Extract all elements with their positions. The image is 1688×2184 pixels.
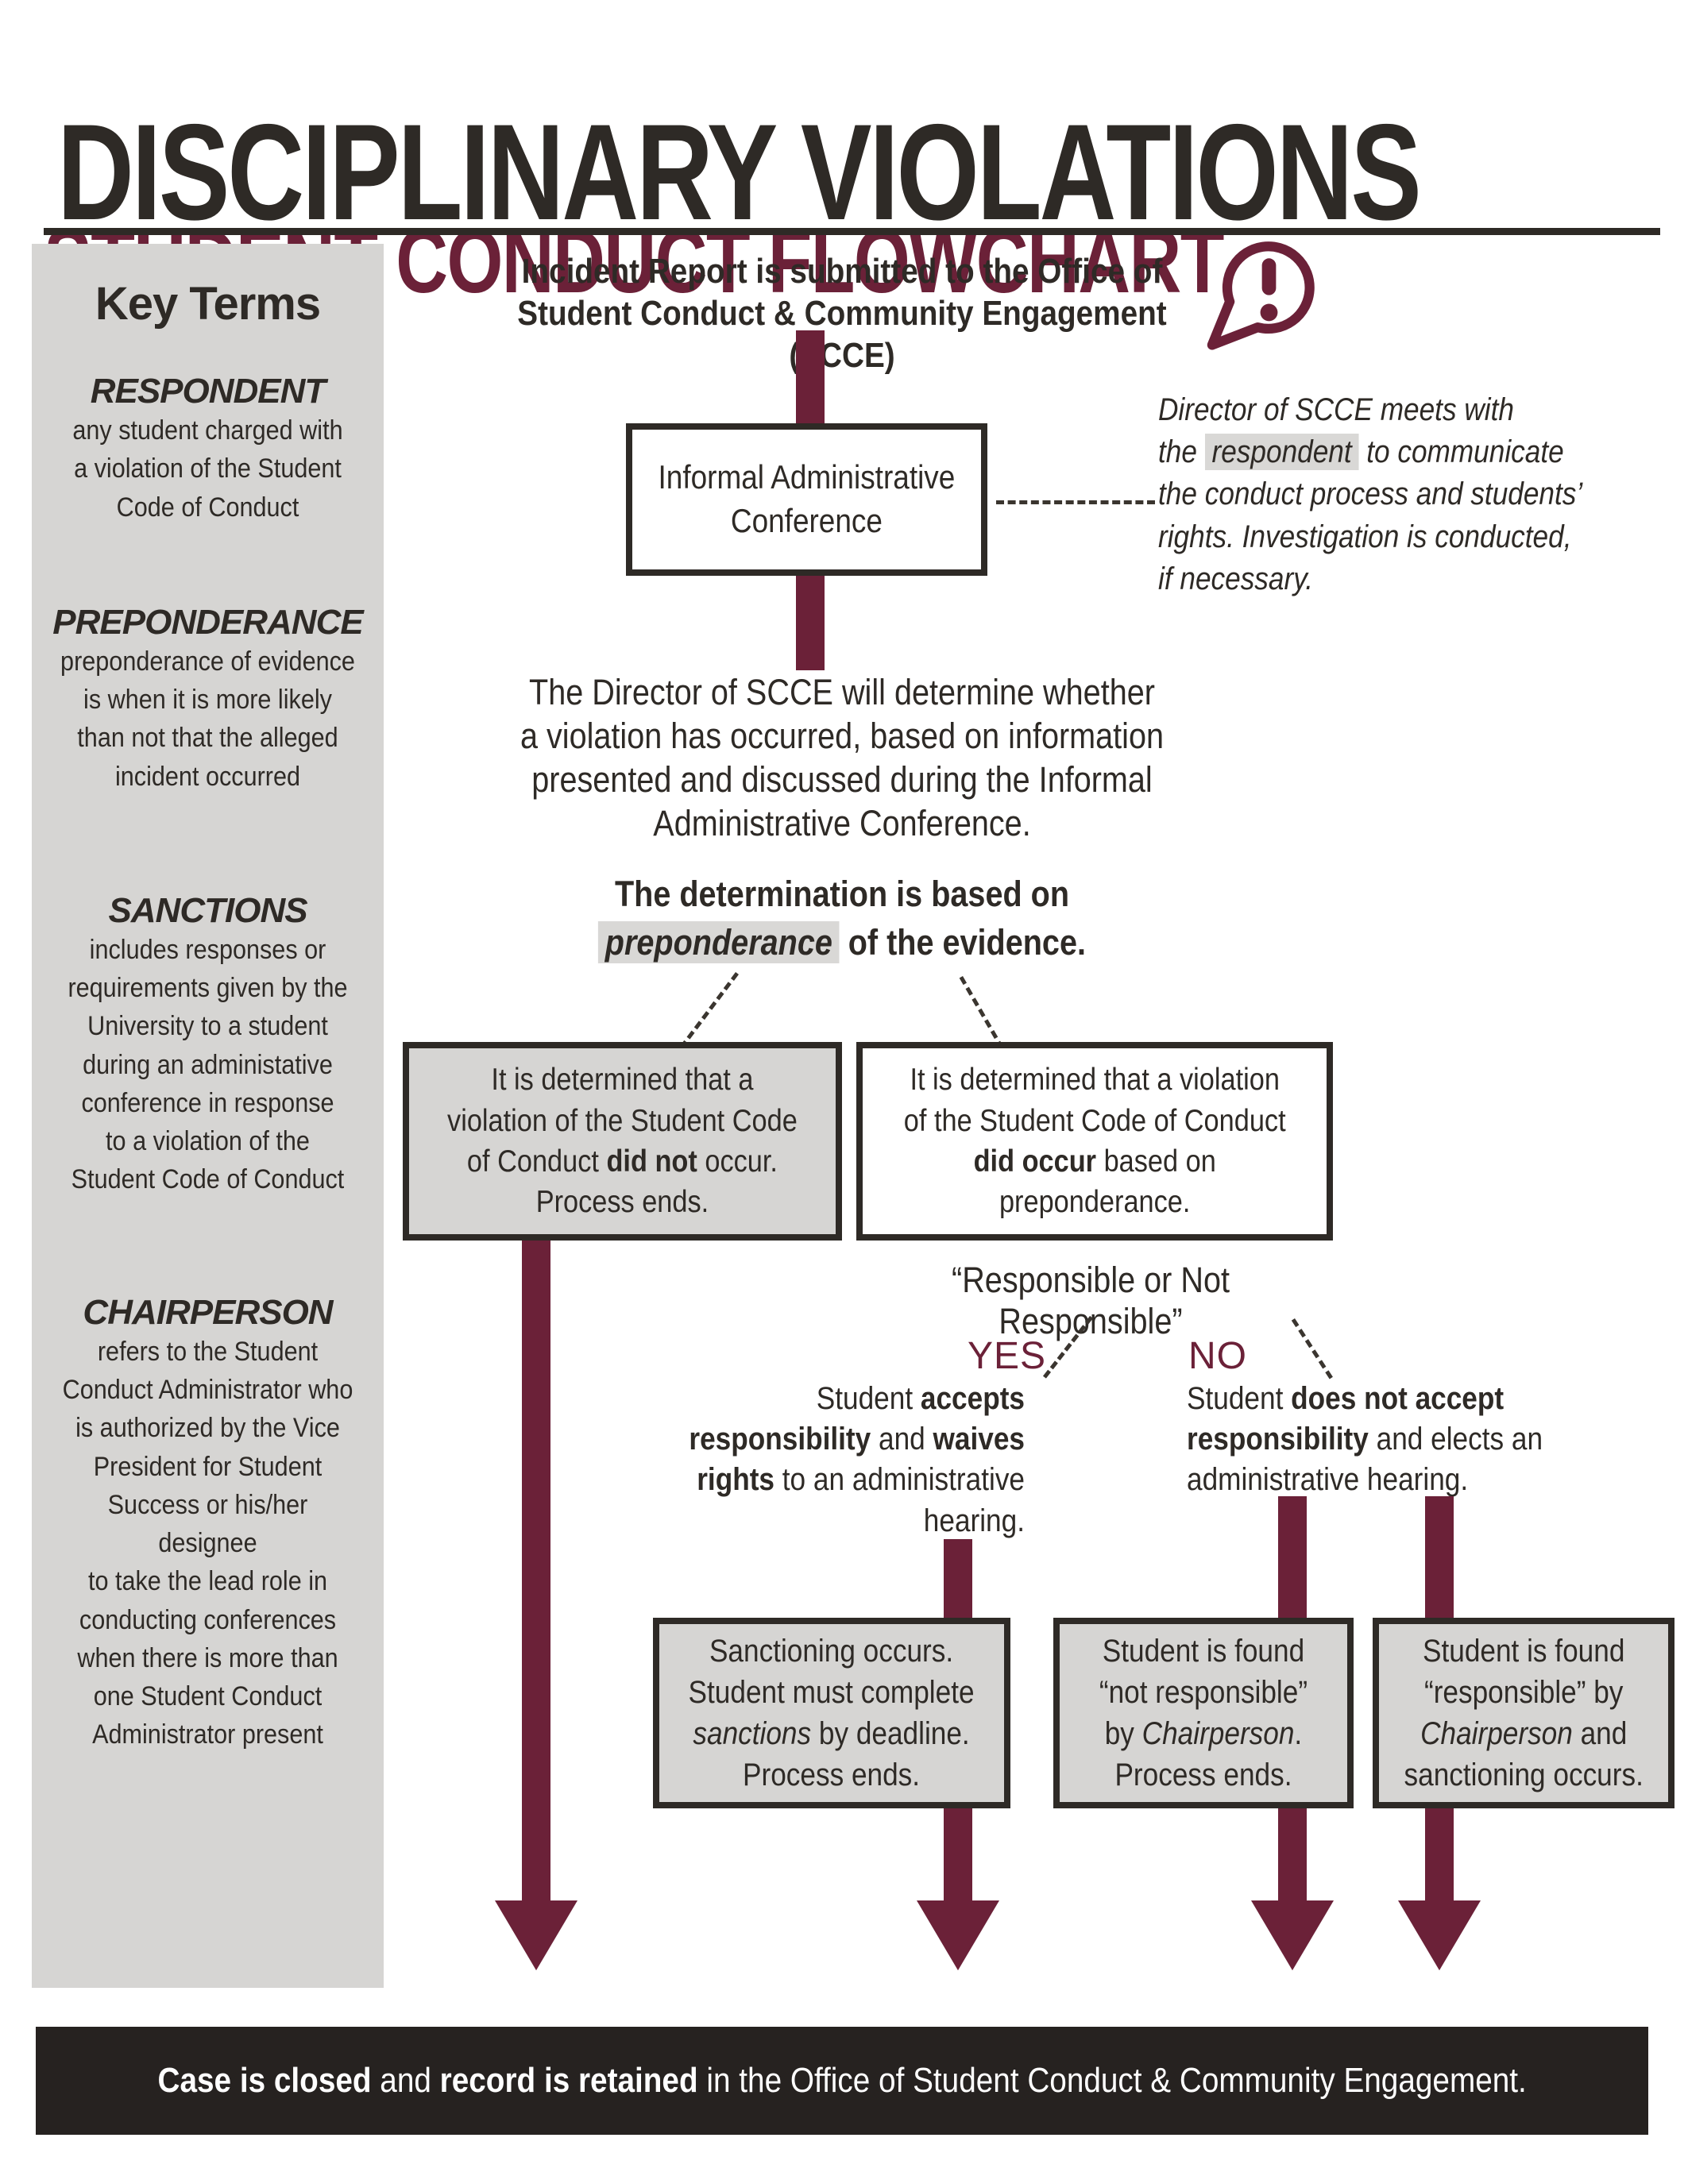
- term-name: SANCTIONS: [108, 890, 307, 930]
- term-name: CHAIRPERSON: [83, 1292, 333, 1332]
- dashed-connector-note: [996, 500, 1155, 504]
- incident-report-lines: Incident Report is submitted to the Offi…: [517, 252, 1167, 375]
- arrow-shaft-process-ends-left: [522, 1237, 550, 1902]
- yes-label: YES: [968, 1335, 1047, 1377]
- down-arrow-head-no-left: [1251, 1900, 1334, 1970]
- key-terms-panel: Key Terms RESPONDENT any student charged…: [32, 244, 384, 1988]
- connector-bar-informal-to-paragraph: [796, 573, 825, 670]
- footer-text: Case is closed and record is retained in…: [157, 2061, 1527, 2100]
- down-arrow-head-yes: [917, 1900, 999, 1970]
- not-responsible-box-text: Student is found“not responsible”by Chai…: [1099, 1634, 1308, 1792]
- footer-bar: Case is closed and record is retained in…: [36, 2027, 1648, 2135]
- responsible-question-text: “Responsible or Not Responsible”: [952, 1260, 1230, 1341]
- header-divider: [44, 228, 1660, 235]
- director-determination-text: The Director of SCCE will determine whet…: [520, 672, 1165, 843]
- sanctioning-box: Sanctioning occurs.Student must complete…: [653, 1618, 1010, 1808]
- sanctioning-box-text: Sanctioning occurs.Student must complete…: [688, 1634, 975, 1792]
- director-determination-paragraph: The Director of SCCE will determine whet…: [465, 671, 1219, 846]
- not-responsible-box: Student is found“not responsible”by Chai…: [1053, 1618, 1354, 1808]
- down-arrow-head-left: [495, 1900, 577, 1970]
- incident-report-heading: Incident Report is submitted to the Offi…: [445, 251, 1239, 376]
- down-arrow-head-no-right: [1398, 1900, 1481, 1970]
- term-name: RESPONDENT: [90, 372, 326, 411]
- no-label: NO: [1188, 1335, 1247, 1377]
- exclamation-speech-bubble-icon: [1203, 237, 1323, 356]
- responsible-question: “Responsible or Not Responsible”: [829, 1260, 1353, 1342]
- connector-bar-incident-to-informal: [796, 330, 825, 429]
- key-terms-heading: Key Terms: [95, 278, 321, 330]
- term-name: PREPONDERANCE: [52, 602, 363, 642]
- page-title: DISCIPLINARY VIOLATIONS: [57, 96, 1422, 249]
